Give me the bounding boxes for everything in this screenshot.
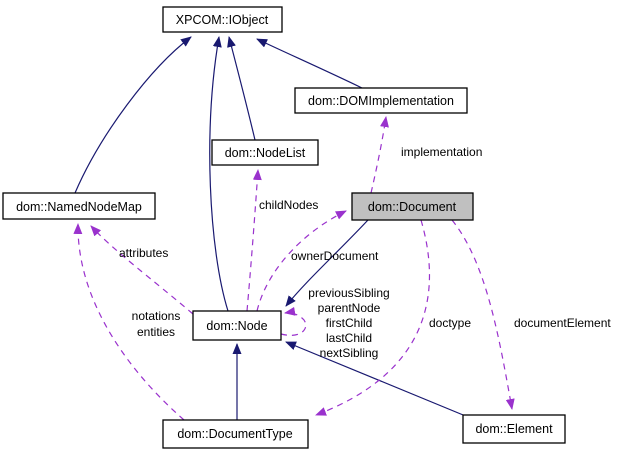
class-box-dom-documenttype[interactable]: dom::DocumentType [162,419,309,449]
edge-label-documentelement: documentElement [514,316,611,330]
edge-inherit-domimplementation-to-iobject [256,38,363,89]
edge-inherit-namednodemap-to-iobject [74,36,192,194]
class-box-dom-node[interactable]: dom::Node [192,310,282,341]
edge-usage-doctype [315,219,431,416]
edge-label-implementation: implementation [401,145,482,159]
edge-label-nextsibling: nextSibling [320,346,379,360]
class-box-dom-document: dom::Document [351,192,474,221]
edge-label-attributes: attributes [119,246,168,260]
class-rect-dom-domimplementation[interactable] [294,87,468,114]
edge-label-lastchild: lastChild [326,331,372,345]
inheritance-edges [74,36,469,420]
class-rect-dom-element[interactable] [462,414,566,444]
edge-label-parentnode: parentNode [318,301,381,315]
edge-label-notations: notations [132,309,181,323]
class-box-dom-nodelist[interactable]: dom::NodeList [211,139,319,166]
class-label-dom-documenttype: dom::DocumentType [177,427,292,441]
class-rect-dom-nodelist[interactable] [211,139,319,166]
edge-usage-notations-entities [73,223,185,421]
class-label-dom-element: dom::Element [475,422,553,436]
edge-label-ownerdocument: ownerDocument [291,249,379,263]
class-box-dom-domimplementation[interactable]: dom::DOMImplementation [294,87,468,114]
class-label-dom-nodelist: dom::NodeList [225,146,306,160]
edge-inherit-node-to-iobject [209,36,229,312]
class-box-xpcom-iobject[interactable]: XPCOM::IObject [162,6,283,33]
edge-inherit-element-to-node [285,341,469,418]
class-label-dom-namednodemap: dom::NamedNodeMap [16,200,142,214]
class-box-dom-element[interactable]: dom::Element [462,414,566,444]
class-label-dom-node: dom::Node [206,319,267,333]
class-rect-dom-node[interactable] [192,310,282,341]
edge-inherit-nodelist-to-iobject [227,36,256,141]
edge-usage-attributes [90,225,194,315]
class-label-xpcom-iobject: XPCOM::IObject [176,13,269,27]
edge-usage-childnodes [246,169,262,312]
class-rect-dom-document [351,192,474,221]
usage-edges [73,116,515,421]
class-box-dom-namednodemap[interactable]: dom::NamedNodeMap [2,192,156,220]
edge-label-entities: entities [137,325,175,339]
edge-inherit-document-to-node [285,219,369,307]
edge-usage-implementation [370,116,389,194]
edge-usage-documentelement [451,219,515,410]
edge-label-doctype: doctype [429,316,471,330]
class-rect-xpcom-iobject[interactable] [162,6,283,33]
edge-label-childnodes: childNodes [259,198,318,212]
edge-usage-ownerdocument [256,210,347,312]
class-label-dom-domimplementation: dom::DOMImplementation [308,94,454,108]
class-rect-dom-namednodemap[interactable] [2,192,156,220]
edge-label-firstchild: firstChild [326,316,373,330]
edge-label-previoussibling: previousSibling [308,286,389,300]
edge-usage-node-self-loop [280,306,307,336]
edge-labels: childNodes implementation ownerDocument … [119,145,611,360]
class-rect-dom-documenttype[interactable] [162,419,309,449]
class-label-dom-document: dom::Document [368,200,457,214]
